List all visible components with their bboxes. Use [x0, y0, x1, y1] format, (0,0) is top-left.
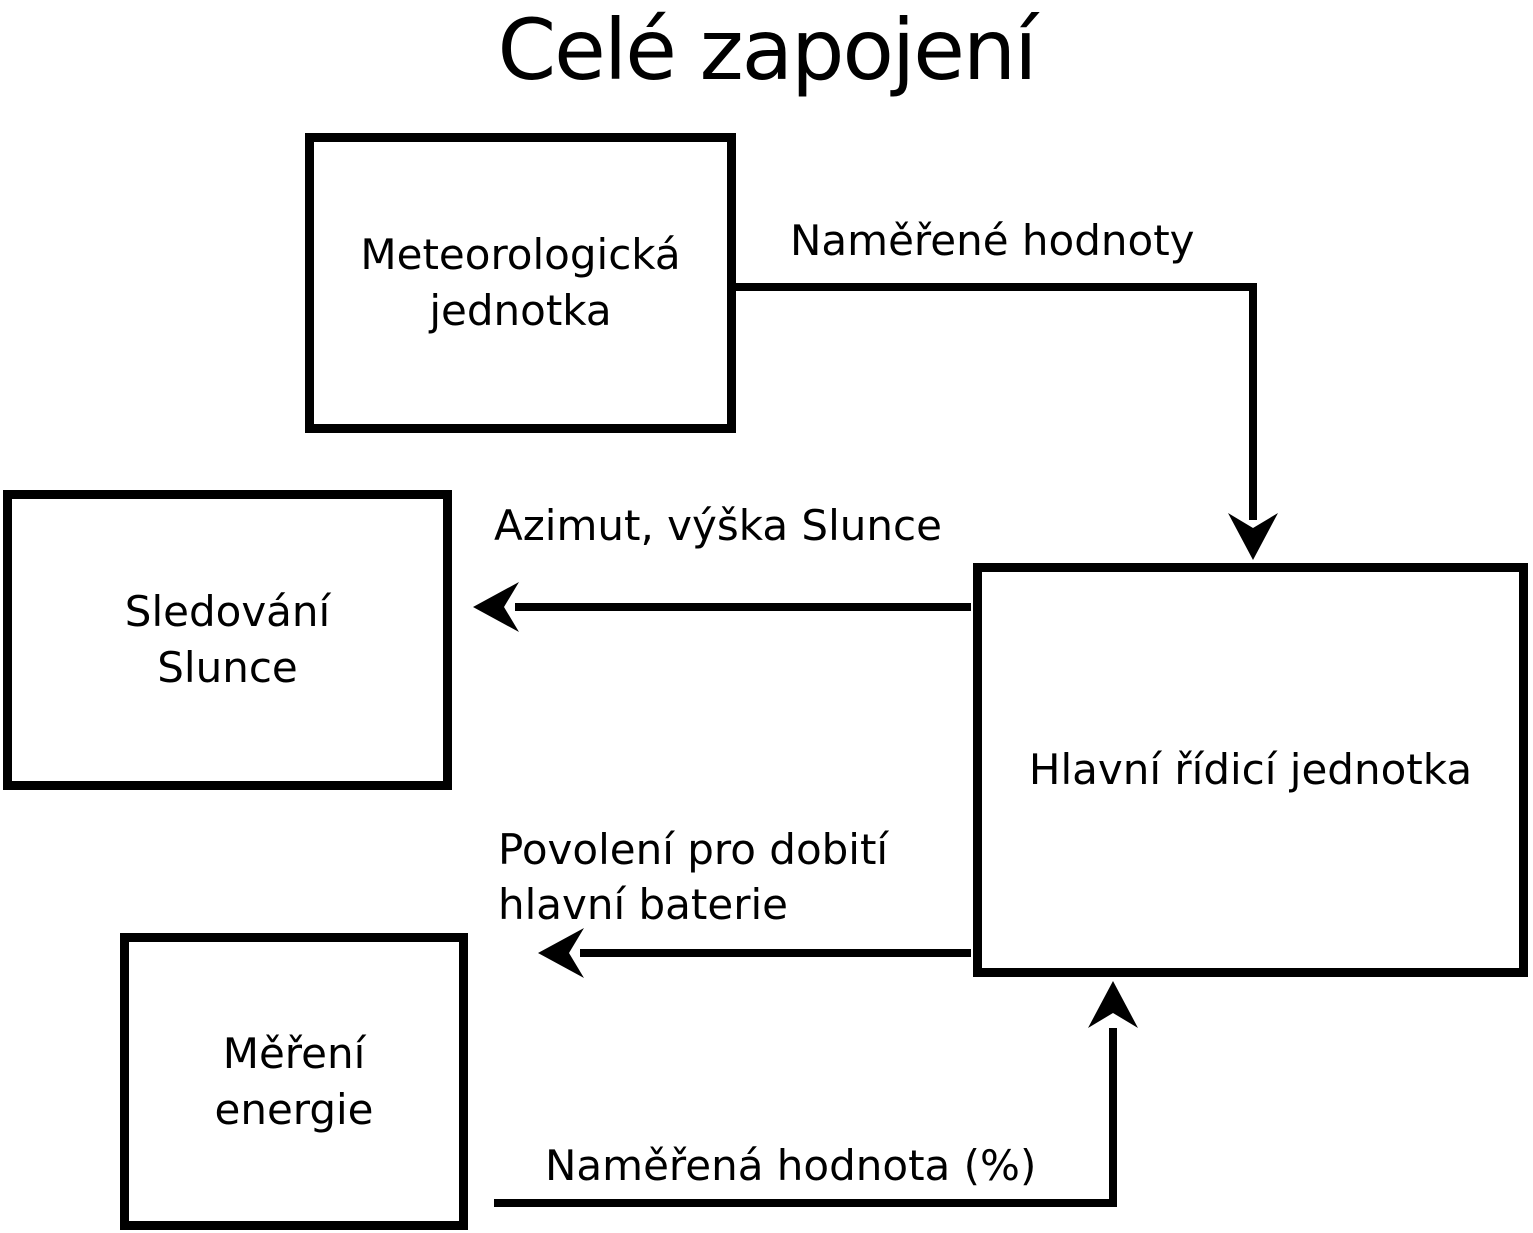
node-sun-tracking-label-line2: Slunce [157, 643, 298, 692]
edge-label-battery-charge-permission-line2: hlavní baterie [498, 880, 789, 929]
arrow-main-to-sun-arrowhead-icon [473, 582, 519, 632]
arrow-meteo-to-main-line [735, 283, 1257, 520]
node-energy-measurement-label-line2: energie [214, 1084, 374, 1134]
edge-label-battery-charge-permission: Povolení pro dobití hlavní baterie [498, 822, 888, 932]
node-sun-tracking-label-line1: Sledování [124, 587, 331, 636]
node-meteorological-unit-label-line1: Meteorologická [360, 230, 681, 279]
arrow-energy-to-main-line [494, 1028, 1117, 1207]
edge-label-measured-value-percent: Naměřená hodnota (%) [545, 1141, 1037, 1190]
node-meteorological-unit: Meteorologická jednotka [305, 133, 736, 433]
arrow-energy-to-main-arrowhead-icon [1088, 981, 1138, 1028]
edge-label-measured-values: Naměřené hodnoty [790, 216, 1195, 265]
arrow-meteo-to-main-arrowhead-icon [1228, 513, 1278, 560]
node-sun-tracking: Sledování Slunce [3, 490, 452, 790]
edge-label-azimuth-sun-height: Azimut, výška Slunce [494, 501, 942, 550]
diagram-title: Celé zapojení [497, 1, 1038, 99]
node-main-control-unit: Hlavní řídicí jednotka [973, 563, 1528, 977]
node-main-control-unit-label: Hlavní řídicí jednotka [1028, 745, 1473, 794]
node-energy-measurement-label-line1: Měření [222, 1028, 366, 1078]
edge-label-battery-charge-permission-line1: Povolení pro dobití [498, 825, 889, 874]
node-meteorological-unit-label-line2: jednotka [429, 286, 612, 335]
arrow-main-to-battery-arrowhead-icon [538, 928, 584, 978]
node-energy-measurement: Měření energie [120, 933, 468, 1230]
